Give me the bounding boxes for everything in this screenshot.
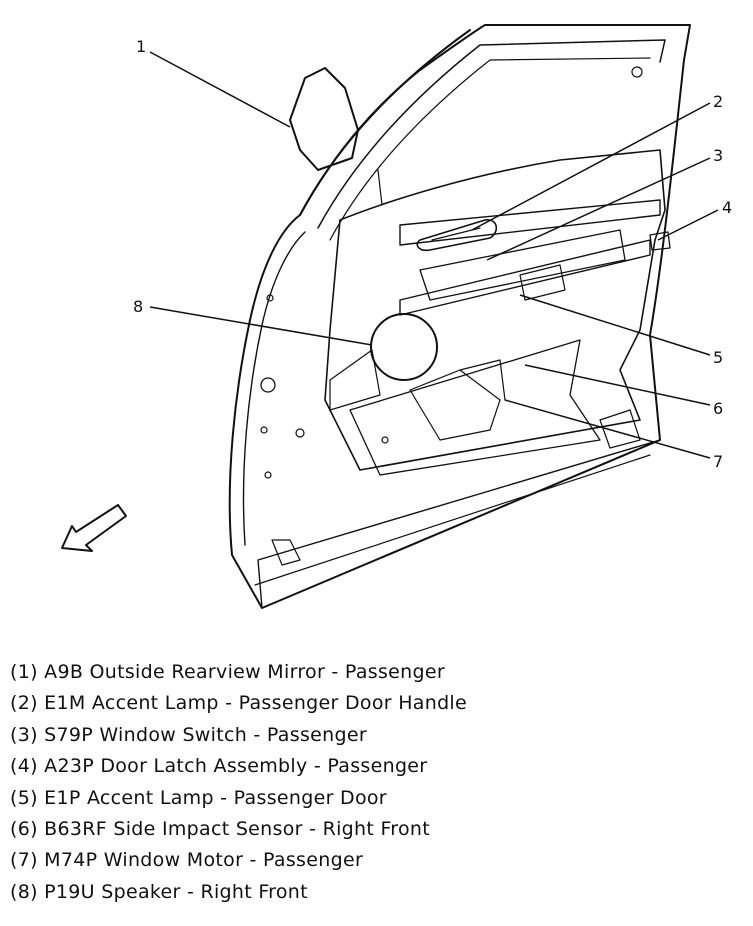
leader-line-1 bbox=[149, 51, 291, 128]
callout-8: 8 bbox=[133, 297, 143, 316]
callout-1: 1 bbox=[136, 37, 146, 56]
callout-3: 3 bbox=[713, 146, 723, 165]
outside-mirror bbox=[289, 67, 359, 171]
legend-item-2: (2) E1M Accent Lamp - Passenger Door Han… bbox=[10, 692, 467, 715]
leader-line-4 bbox=[657, 209, 719, 241]
leader-line-7 bbox=[504, 399, 711, 459]
legend-item-3: (3) S79P Window Switch - Passenger bbox=[10, 723, 367, 746]
callout-2: 2 bbox=[713, 92, 723, 111]
door-trim-panel bbox=[324, 149, 666, 471]
callout-7: 7 bbox=[713, 452, 723, 471]
door-shell bbox=[228, 24, 691, 609]
component-legend: (1) A9B Outside Rearview Mirror - Passen… bbox=[10, 657, 467, 908]
leader-line-2 bbox=[471, 102, 711, 231]
door-handle bbox=[416, 219, 498, 252]
speaker-outline bbox=[370, 313, 438, 381]
front-direction-arrow-icon bbox=[61, 504, 127, 552]
legend-item-4: (4) A23P Door Latch Assembly - Passenger bbox=[10, 755, 428, 778]
legend-item-8: (8) P19U Speaker - Right Front bbox=[10, 880, 308, 903]
leader-line-8 bbox=[149, 306, 373, 346]
leader-line-5 bbox=[519, 294, 711, 356]
callout-4: 4 bbox=[722, 198, 732, 217]
callout-6: 6 bbox=[713, 399, 723, 418]
leader-line-6 bbox=[524, 364, 711, 406]
legend-item-1: (1) A9B Outside Rearview Mirror - Passen… bbox=[10, 661, 445, 683]
legend-item-6: (6) B63RF Side Impact Sensor - Right Fro… bbox=[10, 817, 431, 840]
callout-5: 5 bbox=[713, 348, 723, 367]
door-component-diagram: 1 2 3 4 5 6 7 8 bbox=[61, 24, 732, 609]
leader-line-3 bbox=[486, 157, 711, 261]
legend-item-5: (5) E1P Accent Lamp - Passenger Door bbox=[10, 786, 387, 809]
legend-item-7: (7) M74P Window Motor - Passenger bbox=[10, 849, 364, 872]
